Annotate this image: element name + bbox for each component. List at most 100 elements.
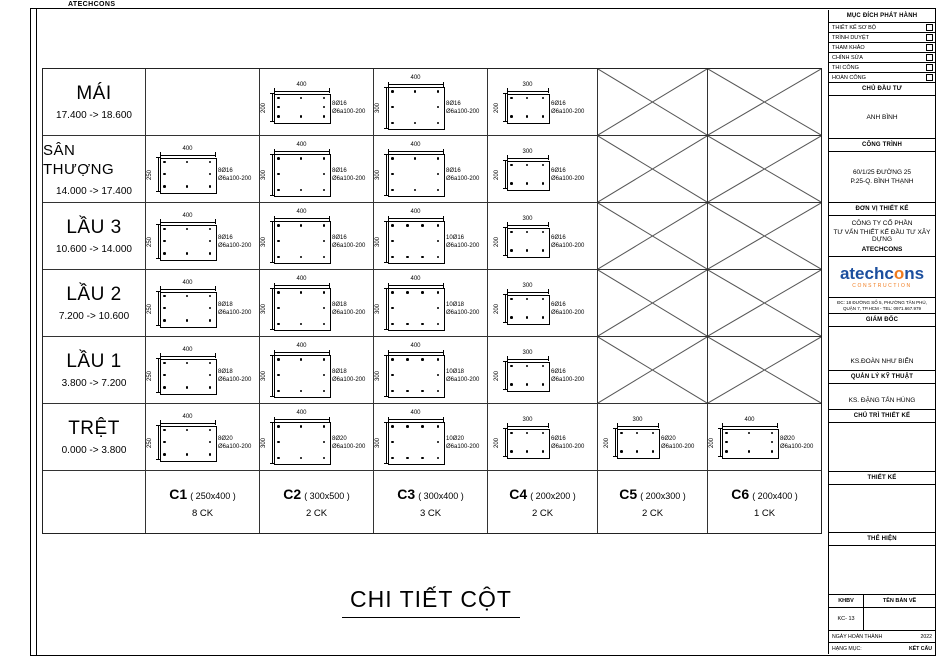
rebar-dot xyxy=(436,121,439,124)
rebar-dot xyxy=(421,425,424,428)
rebar-dot xyxy=(620,450,623,453)
crossed-out-mark xyxy=(598,337,707,403)
stirrup-note: Ø6a100-200 xyxy=(661,443,695,450)
column-type-label-cell: C2( 300x500 )2 CK xyxy=(260,471,374,533)
rebar-dot xyxy=(185,428,189,431)
rebar-dot xyxy=(525,230,529,233)
stirrup-note: Ø6a100-200 xyxy=(332,376,366,383)
floor-name: SÂN THƯỢNG xyxy=(43,142,115,178)
director-content: KS.ĐOÀN NHƯ BIỂN xyxy=(829,327,935,371)
stirrup-note: Ø6a100-200 xyxy=(446,242,480,249)
project-header: CÔNG TRÌNH xyxy=(829,139,935,152)
rebar-dot xyxy=(208,160,211,163)
rebar-dot xyxy=(208,428,211,431)
stirrup-note: Ø6a100-200 xyxy=(551,175,585,182)
rebar-dot xyxy=(725,440,728,444)
rebar-dot xyxy=(299,224,303,227)
dim-width: 400 xyxy=(273,142,330,154)
main-bars-note: 8Ø18 xyxy=(218,368,233,375)
dim-width: 400 xyxy=(387,75,444,87)
rebar-dot xyxy=(277,291,280,294)
main-bars-note: 6Ø16 xyxy=(551,301,566,308)
column-type-label-cell: C1( 250x400 )8 CK xyxy=(146,471,260,533)
floor-name: LẦU 3 xyxy=(66,216,122,238)
section-cell xyxy=(708,337,821,404)
main-bars-note: 8Ø18 xyxy=(218,301,233,308)
rebar-dot xyxy=(299,425,303,428)
tech-manager-header: QUẢN LÝ KỸ THUẬT xyxy=(829,371,935,384)
column-count: 8 CK xyxy=(191,507,214,519)
column-type-label-cell: C3( 300x400 ) 3 CK xyxy=(374,471,488,533)
purpose-checkbox xyxy=(926,54,933,61)
rebar-dot xyxy=(277,255,280,258)
rebar-dot xyxy=(299,188,303,191)
main-bars-note: 8Ø18 xyxy=(332,301,347,308)
purpose-checkbox xyxy=(926,64,933,71)
section-outline xyxy=(388,422,445,465)
rebar-dot xyxy=(185,319,189,322)
rebar-dot xyxy=(436,172,439,176)
rebar-dot xyxy=(510,182,513,185)
rebar-dot xyxy=(163,386,166,389)
dim-height: 300 xyxy=(261,421,275,464)
column-id: C3 xyxy=(397,485,416,502)
section-outline xyxy=(507,361,550,392)
rebar-dot xyxy=(525,431,529,434)
main-bars-note: 6Ø16 xyxy=(551,167,566,174)
stirrup-note: Ø6a100-200 xyxy=(551,108,585,115)
rebar-dot xyxy=(322,373,325,377)
crossed-out-mark xyxy=(708,136,821,202)
section-outline xyxy=(507,428,550,459)
floor-name: MÁI xyxy=(76,82,112,104)
purpose-item: HOÀN CÔNG xyxy=(829,73,935,83)
rebar-dot xyxy=(510,383,513,386)
rebar-dot xyxy=(436,224,439,227)
rebar-dot xyxy=(391,121,394,124)
rebar-dot xyxy=(277,456,280,459)
dim-height: 200 xyxy=(494,361,508,390)
rebar-dot xyxy=(322,255,325,258)
purpose-label: CHỈNH SỬA xyxy=(832,54,863,61)
rebar-dot xyxy=(525,383,529,386)
floor-name: LẦU 1 xyxy=(66,350,122,372)
main-bars-note: 10Ø18 xyxy=(446,301,465,308)
dim-width: 400 xyxy=(273,343,330,355)
column-size: ( 300x400 ) xyxy=(418,490,464,501)
drawing-title-text: CHI TIẾT CỘT xyxy=(342,586,520,618)
sheet-outer-frame xyxy=(30,8,936,656)
rebar-dot xyxy=(299,96,303,99)
dim-height: 300 xyxy=(375,354,389,397)
rebar-dot xyxy=(277,358,280,361)
purpose-item: TRÌNH DUYỆT xyxy=(829,33,935,43)
rebar-dot xyxy=(277,440,280,444)
column-count: 3 CK xyxy=(419,507,442,519)
rebar-dot xyxy=(277,115,280,118)
stirrup-note: Ø6a100-200 xyxy=(332,242,366,249)
owner-content: ANH BÌNH xyxy=(829,96,935,139)
company-logo: atechcons CONSTRUCTION xyxy=(829,257,935,298)
dim-width: 300 xyxy=(506,283,549,294)
section-cell xyxy=(598,337,708,404)
main-bars-note: 6Ø16 xyxy=(551,435,566,442)
section-outline xyxy=(388,87,445,130)
designer-signature-area xyxy=(829,485,935,534)
